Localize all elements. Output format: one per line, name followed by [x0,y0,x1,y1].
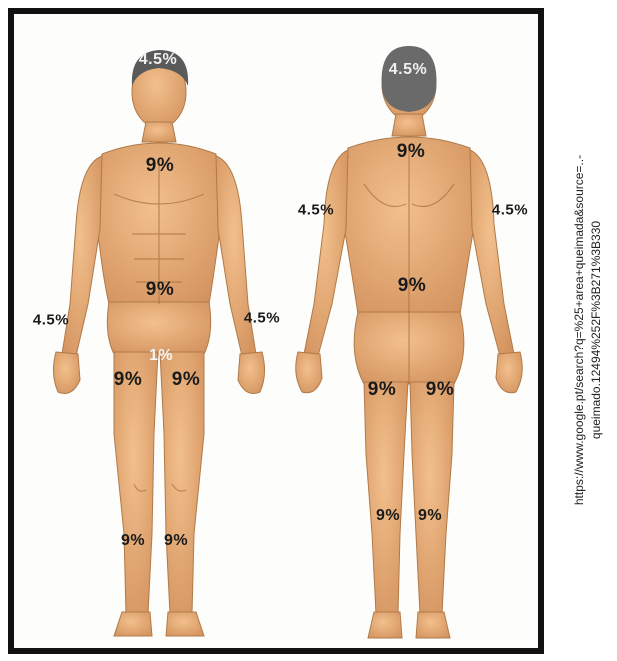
label-front-left-leg: 9% [164,532,188,550]
label-front-chest: 9% [146,155,174,177]
back-right-foot [416,612,450,638]
back-right-hand [496,352,522,393]
label-front-head: 4.5% [139,51,177,69]
back-hair [382,46,437,112]
label-back-left-thigh: 9% [368,379,396,401]
front-left-foot [166,612,204,636]
front-body [53,56,264,636]
label-front-abdomen: 9% [146,279,174,301]
label-front-right-arm: 4.5% [33,312,69,329]
front-neck [142,122,176,142]
label-back-right-leg: 9% [418,507,442,525]
body-figures [14,14,538,648]
back-neck [392,114,426,136]
source-url-line1: https://www.google.pt/search?q=%25+area+… [571,30,588,630]
back-right-leg [410,382,454,614]
front-right-foot [114,612,152,636]
label-back-left-leg: 9% [376,507,400,525]
label-back-left-arm: 4.5% [298,202,334,219]
front-left-leg [160,352,204,614]
label-front-right-leg: 9% [121,532,145,550]
label-back-upper: 9% [397,141,425,163]
burn-chart-frame: 4.5% 9% 9% 4.5% 4.5% 1% 9% 9% 9% 9% 4.5%… [8,8,544,654]
back-left-arm [304,150,348,356]
back-right-arm [470,150,514,356]
label-back-lower: 9% [398,275,426,297]
back-left-hand [296,352,322,393]
front-right-leg [114,352,158,614]
label-front-right-thigh: 9% [114,369,142,391]
source-url: https://www.google.pt/search?q=%25+area+… [571,30,605,630]
label-front-left-arm: 4.5% [244,310,280,327]
label-back-right-thigh: 9% [426,379,454,401]
label-front-left-thigh: 9% [172,369,200,391]
front-right-hand [53,352,80,394]
label-back-right-arm: 4.5% [492,202,528,219]
back-left-leg [364,382,408,614]
label-front-genitals: 1% [149,347,173,365]
front-left-hand [238,352,265,394]
source-url-line2: queimado.12494%252F%3B271%3B330 [588,30,605,630]
label-back-head: 4.5% [389,61,427,79]
back-left-foot [368,612,402,638]
